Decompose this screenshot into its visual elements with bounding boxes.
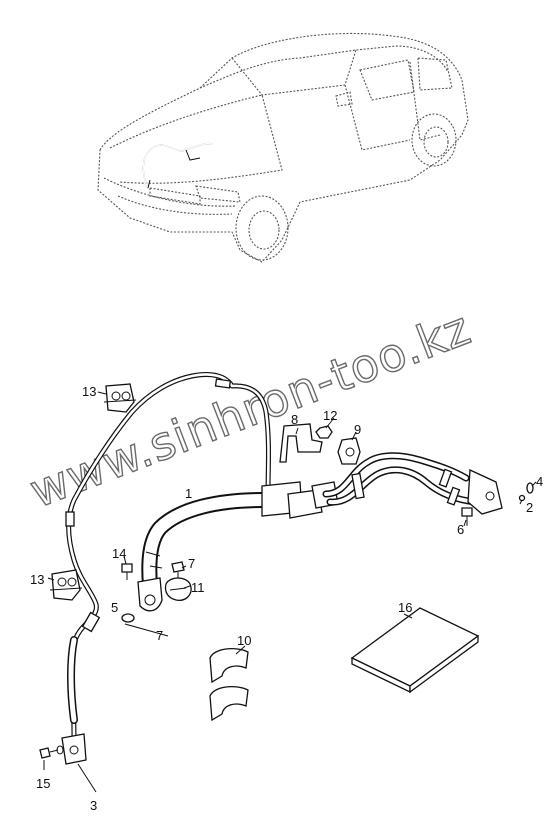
clip-13-lower [49,569,83,601]
refrigerant-line-3 [61,371,271,765]
watermark-text: www.sinhron-too.kz [23,300,478,518]
seal-4 [526,482,534,494]
clip-13-upper [103,383,137,413]
bolt-14 [121,563,133,580]
washer-2 [518,494,526,502]
callout-4: 4 [536,474,543,489]
callout-3: 3 [90,798,97,813]
callout-9: 9 [354,422,361,437]
callout-7-lower: 7 [156,628,163,643]
callout-16: 16 [398,600,412,615]
callout-2: 2 [526,500,533,515]
clip-9 [337,437,361,465]
filter-16 [350,607,480,694]
callout-14: 14 [112,546,126,561]
nut-12 [315,425,333,439]
callout-12: 12 [323,408,337,423]
callout-6: 6 [457,522,464,537]
callout-13-lower: 13 [30,572,44,587]
bolt-15 [39,745,64,759]
refrigerant-hose-1 [137,481,339,612]
callout-10: 10 [237,633,251,648]
callout-15: 15 [36,776,50,791]
callout-numbers: 1 2 3 4 5 6 7 7 8 9 10 11 12 13 13 14 15… [30,384,543,813]
bolt-6 [461,507,473,526]
refrigerant-pipes-right [322,452,503,515]
callout-7-upper: 7 [188,556,195,571]
leader-lines [43,391,537,793]
bracket-8 [279,423,323,463]
o-ring-5 [121,613,135,623]
callout-5: 5 [111,600,118,615]
clips-10 [209,647,249,722]
car-illustration [97,32,469,263]
clamp-11 [164,577,192,601]
callout-11: 11 [191,580,205,595]
callout-8: 8 [291,412,298,427]
callout-1: 1 [185,486,192,501]
callout-13-upper: 13 [82,384,96,399]
